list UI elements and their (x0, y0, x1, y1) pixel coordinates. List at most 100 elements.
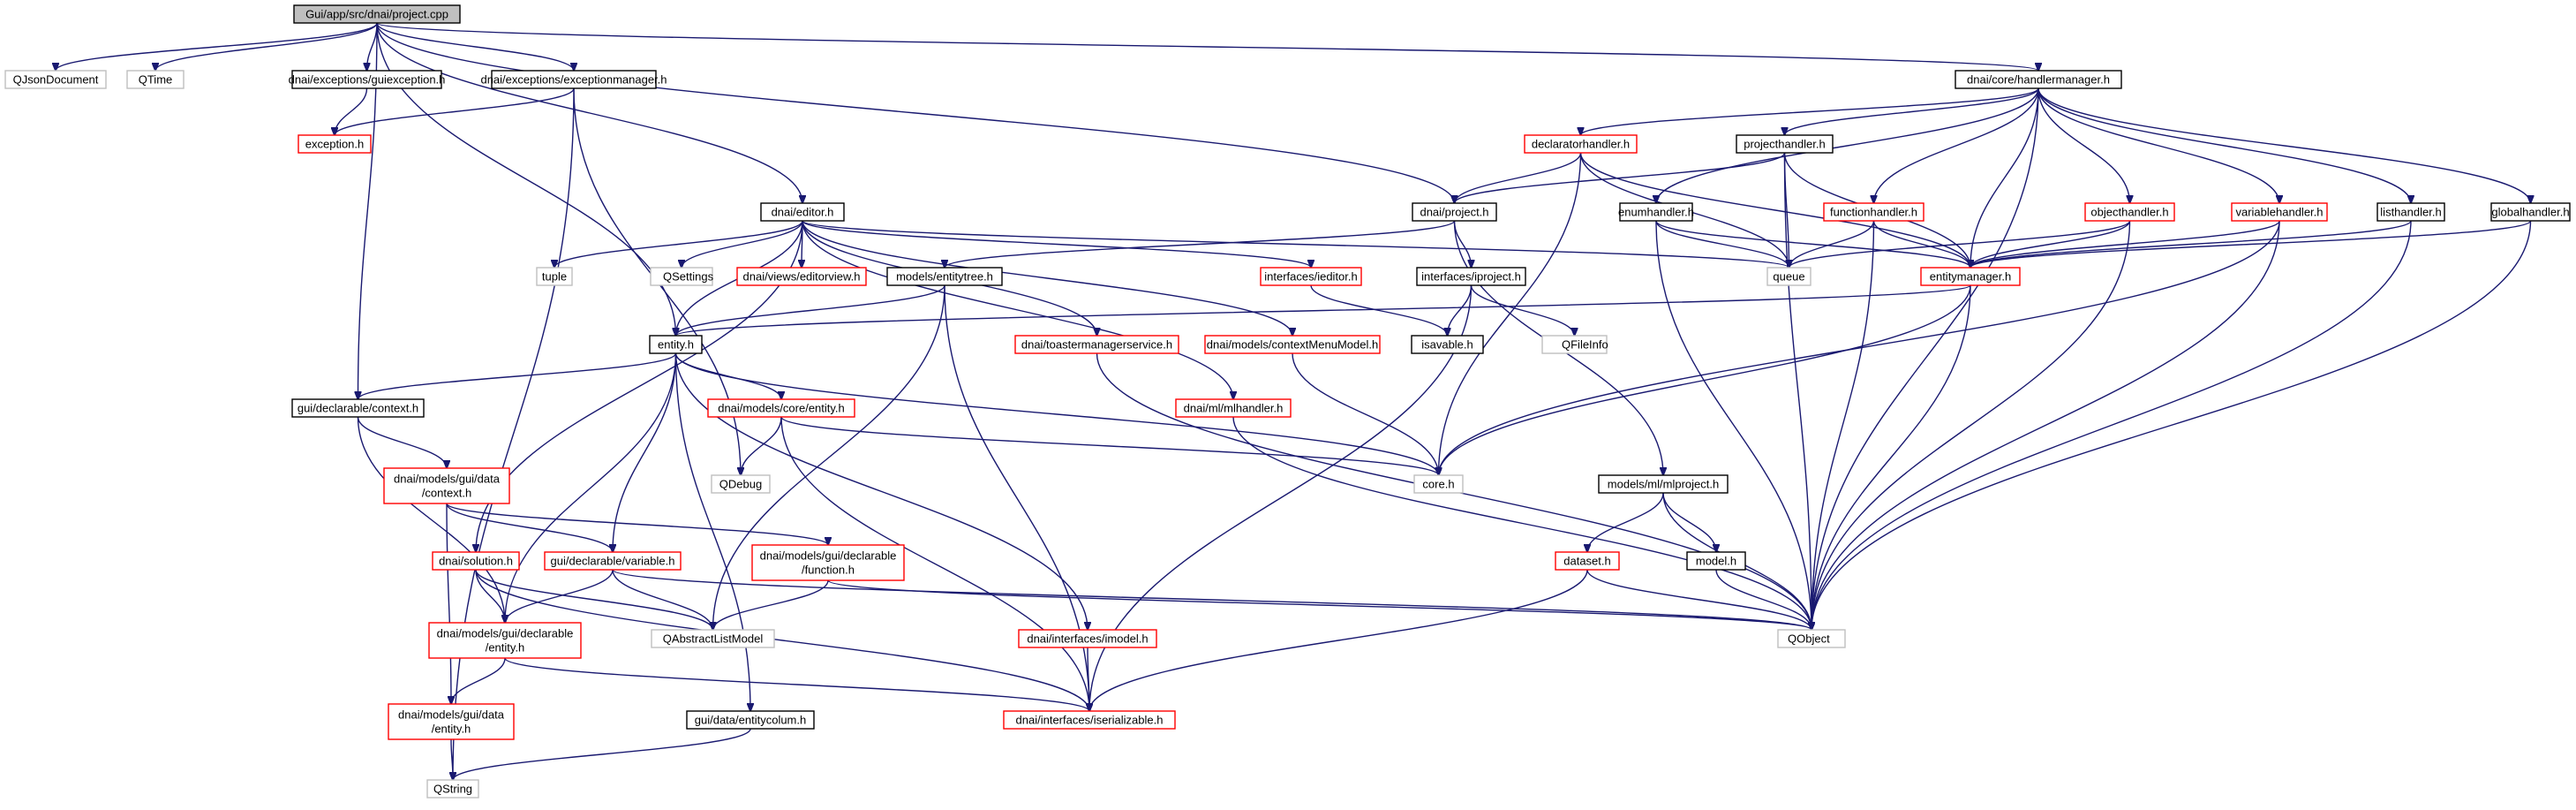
node-iproject[interactable]: interfaces/iproject.h (1416, 267, 1526, 286)
node-enumhandler[interactable]: enumhandler.h (1618, 202, 1694, 222)
node-guiexception-label-0: dnai/exceptions/guiexception.h (289, 73, 446, 87)
node-qjsondocument[interactable]: QJsonDocument (4, 70, 107, 89)
node-qabstractlistmodel[interactable]: QAbstractListModel (651, 629, 775, 648)
edge-handlermanager-to-functionhandler (1874, 87, 2039, 203)
node-entitymanager[interactable]: entitymanager.h (1920, 267, 2021, 286)
node-globalhandler-label-0: globalhandler.h (2491, 206, 2569, 219)
node-variable[interactable]: gui/declarable/variable.h (544, 551, 682, 571)
node-solution-label-0: dnai/solution.h (439, 555, 513, 568)
node-qsettings[interactable]: QSettings (650, 267, 714, 286)
node-exceptionmanager-box (491, 70, 657, 89)
node-isavable[interactable]: isavable.h (1411, 335, 1484, 354)
node-objecthandler[interactable]: objecthandler.h (2084, 202, 2175, 222)
node-dataentity-box (388, 703, 515, 740)
node-exception-box (298, 134, 372, 154)
node-dataset-label-0: dataset.h (1563, 555, 1611, 568)
node-dataentity[interactable]: dnai/models/gui/data/entity.h (388, 703, 515, 740)
node-mlproject-label-0: models/ml/mlproject.h (1608, 478, 1719, 491)
node-coreh[interactable]: core.h (1413, 474, 1464, 494)
node-context-label-0: gui/declarable/context.h (298, 402, 418, 415)
node-dataentity-label-0: dnai/models/gui/data (398, 708, 505, 722)
node-toastermanager[interactable]: dnai/toastermanagerservice.h (1014, 335, 1179, 354)
node-iserializable[interactable]: dnai/interfaces/iserializable.h (1003, 710, 1176, 730)
node-qobject[interactable]: QObject (1777, 629, 1846, 648)
node-function[interactable]: dnai/models/gui/declarable/function.h (751, 544, 905, 581)
node-guiexception[interactable]: dnai/exceptions/guiexception.h (289, 70, 446, 89)
node-projecthandler-box (1736, 134, 1834, 154)
edge-solution-to-qabstractlistmodel (475, 569, 713, 630)
node-enumhandler-label-0: enumhandler.h (1618, 206, 1694, 219)
node-variable-label-0: gui/declarable/variable.h (551, 555, 675, 568)
node-tuple[interactable]: tuple (536, 267, 573, 286)
node-project-label-0: dnai/project.h (1420, 206, 1488, 219)
node-ieditor-label-0: interfaces/ieditor.h (1264, 270, 1358, 284)
edge-declentity-to-iserializable (504, 657, 1089, 711)
edge-variablehandler-to-qobject (1811, 220, 2280, 630)
edge-variable-to-qabstractlistmodel (612, 569, 713, 630)
node-functionhandler-box (1823, 202, 1924, 222)
node-mlhandler[interactable]: dnai/ml/mlhandler.h (1175, 398, 1292, 418)
node-qobject-label-0: QObject (1788, 632, 1830, 646)
node-variablehandler-label-0: variablehandler.h (2235, 206, 2323, 219)
node-queue[interactable]: queue (1766, 267, 1811, 286)
node-qstring-box (426, 779, 479, 799)
node-variablehandler[interactable]: variablehandler.h (2231, 202, 2328, 222)
node-imodel[interactable]: dnai/interfaces/imodel.h (1018, 629, 1157, 648)
node-objecthandler-label-0: objecthandler.h (2090, 206, 2168, 219)
node-context[interactable]: gui/declarable/context.h (291, 398, 425, 418)
node-qjsondocument-label-0: QJsonDocument (13, 73, 99, 87)
node-entitytree[interactable]: models/entitytree.h (886, 267, 1003, 286)
node-model-box (1686, 551, 1746, 571)
edge-contextmenumodel-to-coreh (1292, 352, 1439, 475)
node-objecthandler-box (2084, 202, 2175, 222)
node-entitytree-box (886, 267, 1003, 286)
node-root[interactable]: Gui/app/src/dnai/project.cpp (293, 4, 461, 24)
node-editor[interactable]: dnai/editor.h (760, 202, 845, 222)
node-mlhandler-label-0: dnai/ml/mlhandler.h (1184, 402, 1284, 415)
node-qdebug[interactable]: QDebug (711, 474, 771, 494)
node-editorview-box (736, 267, 867, 286)
node-qfileinfo[interactable]: QFileInfo (1541, 335, 1608, 354)
node-handlermanager-label-0: dnai/core/handlermanager.h (1967, 73, 2110, 87)
node-contextmenumodel[interactable]: dnai/models/contextMenuModel.h (1204, 335, 1381, 354)
node-solution[interactable]: dnai/solution.h (432, 551, 520, 571)
node-declentity[interactable]: dnai/models/gui/declarable/entity.h (428, 622, 582, 659)
edge-root-to-qtime (155, 22, 378, 71)
node-mlproject[interactable]: models/ml/mlproject.h (1598, 474, 1729, 494)
node-exceptionmanager-label-0: dnai/exceptions/exceptionmanager.h (480, 73, 667, 87)
node-isavable-label-0: isavable.h (1421, 338, 1473, 352)
node-functionhandler[interactable]: functionhandler.h (1823, 202, 1924, 222)
node-listhandler[interactable]: listhandler.h (2376, 202, 2445, 222)
node-globalhandler[interactable]: globalhandler.h (2490, 202, 2571, 222)
node-exceptionmanager[interactable]: dnai/exceptions/exceptionmanager.h (480, 70, 667, 89)
edge-variablehandler-to-coreh (1439, 220, 2280, 475)
edge-coreentity-to-coreh (780, 416, 1439, 475)
node-globalhandler-box (2490, 202, 2571, 222)
node-qstring[interactable]: QString (426, 779, 479, 799)
node-project[interactable]: dnai/project.h (1412, 202, 1497, 222)
node-ieditor[interactable]: interfaces/ieditor.h (1260, 267, 1362, 286)
node-projecthandler[interactable]: projecthandler.h (1736, 134, 1834, 154)
edge-declentity-to-dataentity (451, 657, 506, 704)
node-handlermanager[interactable]: dnai/core/handlermanager.h (1955, 70, 2122, 89)
node-model[interactable]: model.h (1686, 551, 1746, 571)
node-entity[interactable]: entity.h (649, 335, 703, 354)
node-editorview[interactable]: dnai/views/editorview.h (736, 267, 867, 286)
node-qjsondocument-box (4, 70, 107, 89)
edge-ieditor-to-isavable (1310, 284, 1448, 336)
node-ieditor-box (1260, 267, 1362, 286)
node-exception[interactable]: exception.h (298, 134, 372, 154)
edge-entity-to-coreh (674, 352, 1439, 475)
edge-root-to-handlermanager (376, 22, 2038, 71)
node-coreentity[interactable]: dnai/models/core/entity.h (707, 398, 855, 418)
node-declentity-label-1: /entity.h (486, 641, 525, 655)
node-declaratorhandler[interactable]: declaratorhandler.h (1524, 134, 1638, 154)
node-mlhandler-box (1175, 398, 1292, 418)
node-qtime[interactable]: QTime (126, 70, 185, 89)
node-dataset[interactable]: dataset.h (1555, 551, 1620, 571)
edge-declaratorhandler-to-entitymanager (1579, 152, 1971, 268)
edge-handlermanager-to-projecthandler (1785, 87, 2039, 135)
node-qdebug-label-0: QDebug (719, 478, 762, 491)
node-guidatacontext[interactable]: dnai/models/gui/data/context.h (383, 467, 510, 504)
node-entitycolum[interactable]: gui/data/entitycolum.h (686, 710, 815, 730)
